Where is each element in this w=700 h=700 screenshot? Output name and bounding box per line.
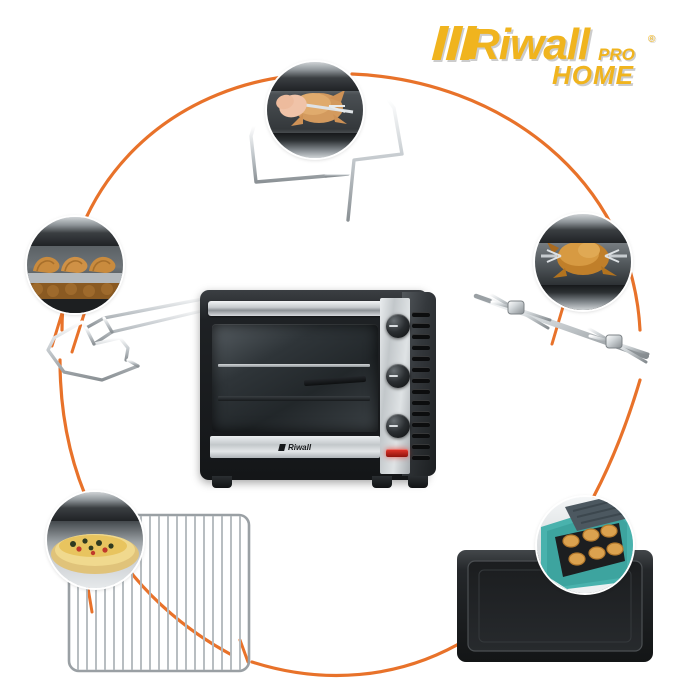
inset-photo <box>535 214 631 310</box>
registered-trademark-icon: ® <box>648 34 656 45</box>
oven-glass-door[interactable] <box>212 324 378 432</box>
inset-caption: hand mounting whole chicken on rotisseri… <box>0 0 1 1</box>
inset-photo <box>27 217 123 313</box>
inset-baking-pizza <box>47 492 143 588</box>
oven-foot <box>408 476 428 488</box>
inset-caption: golden roasted chicken turning on the ro… <box>0 0 1 1</box>
riwall-pro-home-logo: Riwall PRO ® HOME <box>431 18 670 90</box>
oven-cavity-top <box>27 217 123 246</box>
oven-cavity-bottom <box>535 285 631 310</box>
inset-photo <box>267 62 363 158</box>
inset-photo <box>537 497 633 593</box>
raw-chicken-on-spit-illustration <box>276 90 354 126</box>
inset-photo <box>47 492 143 588</box>
function-selector-knob[interactable] <box>386 314 410 338</box>
accessory-caption: tray removal tongs <box>0 0 1 1</box>
oven-vents-icon <box>409 312 433 460</box>
oven-rotisserie-spit <box>303 375 367 387</box>
oven-door-handle[interactable] <box>208 301 386 316</box>
accessory-rotisserie-spit <box>473 292 650 364</box>
oven-rack-upper <box>218 364 370 367</box>
logo-wordmark: Riwall <box>468 20 590 69</box>
accessory-caption: wire rack lifting handle <box>0 0 1 1</box>
accessory-caption: rotisserie spit rod with two forks <box>0 0 1 1</box>
logo-pro-badge: PRO <box>598 45 635 64</box>
oven-cavity-top <box>535 214 631 243</box>
oven-brand-label: Riwall <box>210 436 380 458</box>
accessory-caption: non-stick baking tray <box>0 0 1 1</box>
oven-rack-lower <box>218 396 370 401</box>
inset-roasted-chicken <box>535 214 631 310</box>
accessory-wire-grill-rack <box>67 513 251 673</box>
temperature-knob[interactable] <box>386 364 410 388</box>
power-indicator-led <box>386 449 408 457</box>
oven-foot <box>372 476 392 488</box>
croissants-illustration <box>27 256 123 313</box>
oven-brand-bars-icon <box>278 443 286 451</box>
inset-caption: pizza baking inside the oven <box>0 0 1 1</box>
inset-rotisserie-loading <box>267 62 363 158</box>
roast-chicken-illustration <box>541 241 627 278</box>
oven-cavity-top <box>267 62 363 91</box>
inset-baking-tray-cookies <box>537 497 633 593</box>
oven-brand-text: Riwall <box>287 442 312 452</box>
accessory-tray-removal-tongs <box>46 294 220 382</box>
timer-knob[interactable] <box>386 414 410 438</box>
inset-caption: baked pastries on the enamel tray <box>0 0 1 1</box>
pastries-on-tray-illustration <box>541 497 633 593</box>
accessory-caption: wire grill rack <box>0 0 1 1</box>
logo-subline: HOME <box>552 60 634 90</box>
oven-front-fascia: Riwall <box>210 436 380 458</box>
inset-caption: croissants baking on oven rack <box>0 0 1 1</box>
oven-cavity-bottom <box>267 133 363 158</box>
pizza-illustration <box>51 534 139 574</box>
oven-cavity-top <box>47 492 143 521</box>
electric-toaster-oven: Riwall <box>196 286 440 500</box>
accessory-rack-lifting-tool <box>249 98 404 222</box>
oven-foot <box>212 476 232 488</box>
inset-baking-croissants <box>27 217 123 313</box>
